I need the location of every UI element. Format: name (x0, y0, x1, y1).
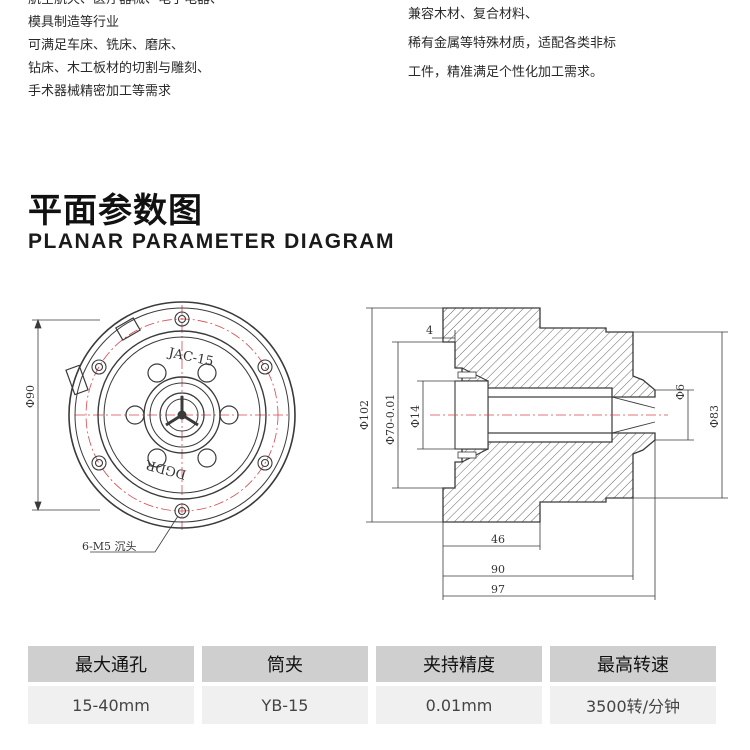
side-dim-outer-text: Φ102 (358, 400, 371, 430)
side-dim-inner-text: Φ14 (409, 405, 422, 428)
hole-note-text: 6-M5 沉头 (82, 540, 136, 553)
side-dim-46-text: 46 (491, 533, 505, 546)
front-dim-diameter-text: Φ90 (24, 385, 37, 408)
front-outer-ring (68, 301, 296, 529)
spec-value: 0.01mm (376, 682, 542, 724)
spec-value-row: 15-40mm YB-15 0.01mm 3500转/分钟 (28, 682, 716, 724)
front-label-top: JAC-15 (165, 345, 215, 370)
intro-left-text: 航空航天、医疗器械、电子电器、 模具制造等行业 可满足车床、铣床、磨床、 钻床、… (28, 0, 223, 103)
intro-right-line: 兼容木材、复合材料、 (408, 7, 539, 22)
side-view (366, 307, 728, 600)
spec-header: 筒夹 (202, 646, 368, 682)
hole-note-leader (90, 515, 179, 553)
section-title-en: PLANAR PARAMETER DIAGRAM (28, 230, 395, 253)
side-dims-horizontal (442, 440, 656, 600)
intro-left-line: 钻床、木工板材的切割与雕刻、 (28, 61, 211, 76)
side-dims-vertical (366, 307, 728, 523)
inner-holes (125, 363, 239, 468)
side-dim-90-text: 90 (491, 563, 505, 576)
spec-header: 最大通孔 (28, 646, 194, 682)
mounting-holes (91, 311, 273, 519)
side-dim-97-text: 97 (491, 583, 505, 596)
side-dim-step-text: 4 (426, 324, 433, 337)
key-tab (65, 317, 141, 396)
technical-drawing: JAC-15 DGDR Φ90 6-M5 沉头 (24, 301, 728, 600)
spec-table: 最大通孔 筒夹 夹持精度 最高转速 15-40mm YB-15 0.01mm 3… (20, 646, 724, 724)
spec-header: 最高转速 (550, 646, 716, 682)
section-title-cn: 平面参数图 (28, 191, 203, 231)
intro-left-line: 模具制造等行业 (28, 15, 120, 30)
spec-value: 15-40mm (28, 682, 194, 724)
intro-left-line: 可满足车床、铣床、磨床、 (28, 38, 185, 53)
spec-header: 夹持精度 (376, 646, 542, 682)
intro-right-text: 兼容木材、复合材料、 稀有金属等特殊材质，适配各类非标 工件，精准满足个性化加工… (408, 0, 616, 87)
front-view (32, 301, 296, 553)
intro-left-line: 手术器械精密加工等需求 (28, 84, 172, 99)
intro-right-line: 稀有金属等特殊材质，适配各类非标 (408, 36, 617, 51)
side-dim-bore-text: Φ70-0.01 (384, 394, 397, 445)
intro-right-line: 工件，精准满足个性化加工需求。 (408, 65, 604, 80)
intro-left-line: 航空航天、医疗器械、电子电器、 (28, 0, 223, 11)
spec-value: 3500转/分钟 (550, 682, 716, 724)
side-dim-nose-text: Φ6 (674, 384, 687, 400)
side-dim-right-text: Φ83 (708, 405, 721, 428)
side-body-upper (442, 307, 656, 398)
spec-value: YB-15 (202, 682, 368, 724)
side-body-lower (442, 432, 656, 523)
spec-header-row: 最大通孔 筒夹 夹持精度 最高转速 (28, 646, 716, 682)
front-dim-diameter (32, 318, 100, 512)
